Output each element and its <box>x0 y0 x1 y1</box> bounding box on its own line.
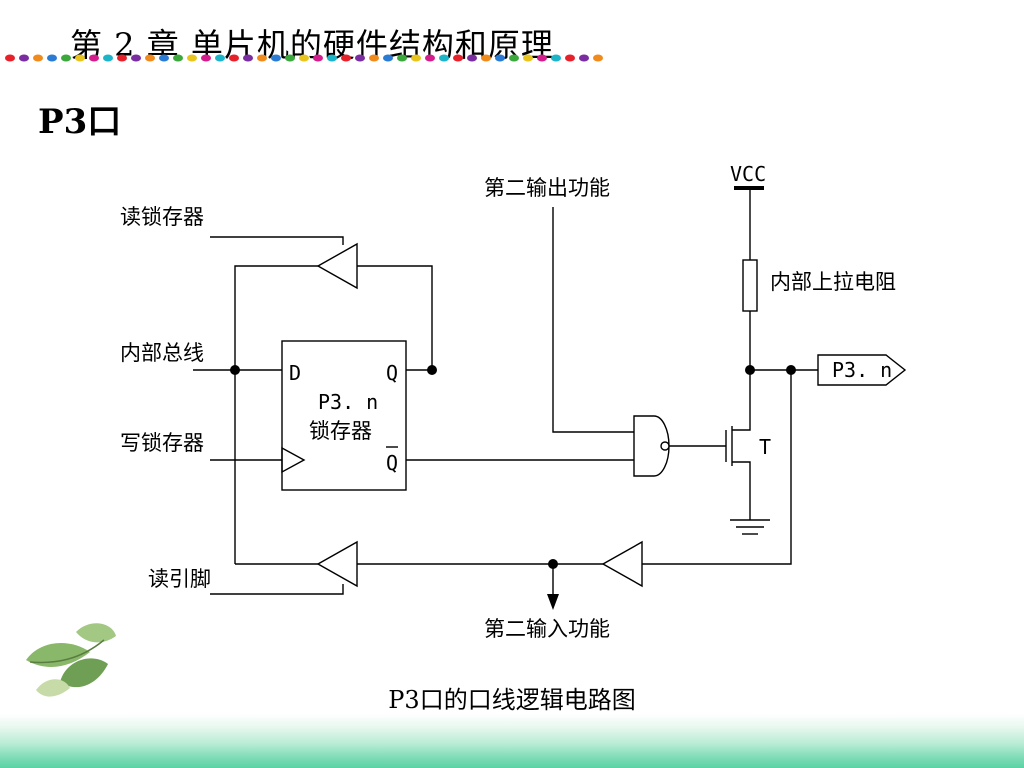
header-bead <box>355 54 365 62</box>
label-vcc: VCC <box>730 162 766 186</box>
header-bead <box>369 54 379 62</box>
label-read-pin: 读引脚 <box>148 567 211 591</box>
header-bead <box>103 54 113 62</box>
label-read-latch: 读锁存器 <box>120 205 204 229</box>
header-bead <box>495 54 505 62</box>
label-transistor: T <box>759 435 771 459</box>
header-bead <box>201 54 211 62</box>
header-bead <box>481 54 491 62</box>
header-bead <box>173 54 183 62</box>
header-bead <box>579 54 589 62</box>
header-bead <box>411 54 421 62</box>
junction-dot <box>786 365 796 375</box>
junction-dot <box>230 365 240 375</box>
latch-pin-d: D <box>289 361 301 385</box>
label-write-latch: 写锁存器 <box>120 431 204 455</box>
header-bead <box>551 54 561 62</box>
header-bead <box>327 54 337 62</box>
read-pin-buffer <box>316 540 358 588</box>
header-bead <box>271 54 281 62</box>
header-bead <box>299 54 309 62</box>
p3-latch-box <box>281 340 407 491</box>
header-bead <box>593 54 603 62</box>
header-bead <box>131 54 141 62</box>
header-bead <box>425 54 435 62</box>
header-bead <box>565 54 575 62</box>
read-latch-buffer <box>316 242 358 290</box>
header-bead <box>5 54 15 62</box>
header-bead <box>89 54 99 62</box>
header-bead <box>453 54 463 62</box>
header-bead <box>75 54 85 62</box>
label-pullup: 内部上拉电阻 <box>770 270 896 294</box>
header-bead <box>313 54 323 62</box>
diagram-caption: P3口的口线逻辑电路图 <box>388 686 636 714</box>
header-bead <box>47 54 57 62</box>
header-bead <box>61 54 71 62</box>
header-bead <box>467 54 477 62</box>
latch-pin-qbar: Q <box>386 451 398 475</box>
header-bead <box>187 54 197 62</box>
latch-name: P3. n <box>318 390 378 414</box>
junction-dot <box>548 559 558 569</box>
header-bead <box>285 54 295 62</box>
header-bead <box>243 54 253 62</box>
label-second-input: 第二输入功能 <box>484 617 610 641</box>
leaf-decoration <box>26 623 116 697</box>
label-internal-bus: 内部总线 <box>120 341 204 365</box>
section-title: P3口 <box>38 102 122 142</box>
input-buffer <box>601 540 643 588</box>
latch-pin-q: Q <box>386 361 398 385</box>
circuit-wires <box>193 186 818 595</box>
header-bead <box>19 54 29 62</box>
junction-dot <box>745 365 755 375</box>
label-pin-out: P3. n <box>832 358 892 382</box>
second-input-arrow <box>547 594 559 610</box>
header-bead <box>215 54 225 62</box>
label-second-output: 第二输出功能 <box>484 176 610 200</box>
pin-output-box <box>817 354 907 386</box>
header-bead <box>117 54 127 62</box>
header-bead <box>523 54 533 62</box>
junction-dot <box>427 365 437 375</box>
clock-triangle <box>281 446 306 474</box>
header-bead <box>341 54 351 62</box>
header-bead <box>439 54 449 62</box>
header-bead <box>145 54 155 62</box>
header-bead <box>33 54 43 62</box>
header-bead <box>397 54 407 62</box>
latch-name-sub: 锁存器 <box>309 419 372 443</box>
header-bead <box>159 54 169 62</box>
pullup-resistor <box>742 259 758 312</box>
header-bead <box>509 54 519 62</box>
header-bead <box>229 54 239 62</box>
header-bead-line <box>5 54 603 62</box>
header-bead <box>257 54 267 62</box>
bottom-gradient-band <box>0 714 1024 768</box>
header-bead <box>537 54 547 62</box>
nand-inverter-bubble <box>660 441 670 451</box>
header-bead <box>383 54 393 62</box>
